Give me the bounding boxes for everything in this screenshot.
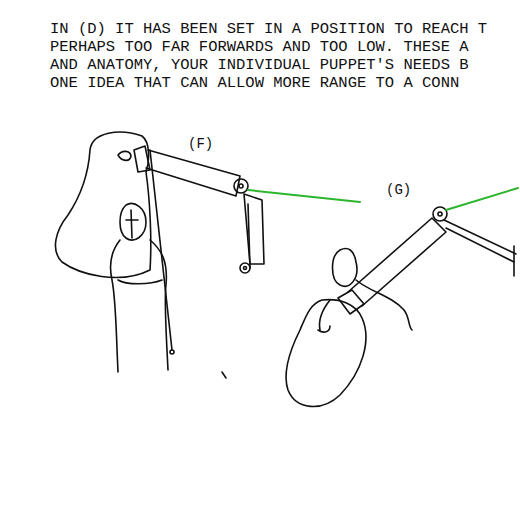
- figure-label: (G): [386, 182, 411, 198]
- figure-label: (F): [188, 136, 213, 152]
- note-text: AND ANATOMY, YOUR INDIVIDUAL PUPPET'S NE…: [50, 56, 469, 74]
- note-text: PERHAPS TOO FAR FORWARDS AND TOO LOW. TH…: [50, 38, 469, 56]
- note-text: ONE IDEA THAT CAN ALLOW MORE RANGE TO A …: [50, 74, 459, 92]
- note-text: IN (D) IT HAS BEEN SET IN A POSITION TO …: [50, 20, 487, 38]
